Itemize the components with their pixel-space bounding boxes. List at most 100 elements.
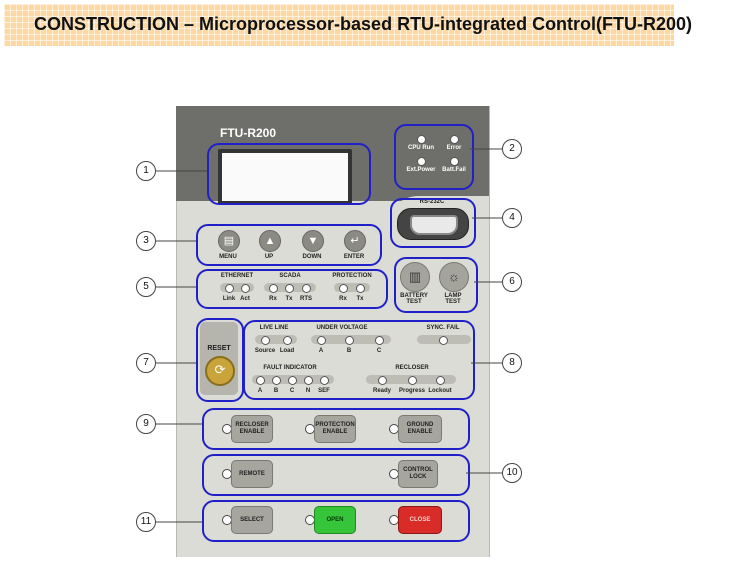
lamp-test-button[interactable]: ☼	[439, 262, 469, 292]
fault-c-led	[288, 376, 297, 385]
highlight-region-4	[390, 198, 476, 248]
menu-button[interactable]: ▤	[218, 230, 240, 252]
callout-2: 2	[502, 139, 522, 159]
sync-fail-title: SYNC. FAIL	[426, 325, 460, 331]
led-label: Progress	[398, 388, 426, 394]
under-voltage-title: UNDER VOLTAGE	[316, 325, 368, 331]
close-button[interactable]: CLOSE	[398, 506, 442, 534]
under-voltage-c-led	[375, 336, 384, 345]
under-voltage-b-led	[345, 336, 354, 345]
highlight-region-10	[202, 454, 470, 496]
status-led-ext-power	[417, 157, 426, 166]
scada-title: SCADA	[279, 273, 301, 279]
under-voltage-a-led	[317, 336, 326, 345]
battery-test-label: BATTERY TEST	[400, 293, 428, 305]
live-line-title: LIVE LINE	[259, 325, 289, 331]
ethernet-title: ETHERNET	[220, 273, 254, 279]
open-button[interactable]: OPEN	[314, 506, 356, 534]
highlight-region-6	[394, 257, 478, 313]
highlight-region-9	[202, 408, 470, 450]
device-model: FTU-R200	[220, 126, 277, 140]
fault-indicator-title: FAULT INDICATOR	[263, 365, 317, 371]
ethernet-act-led	[241, 284, 250, 293]
led-label: Rx	[339, 296, 347, 302]
protection-title: PROTECTION	[332, 273, 372, 279]
recloser-title: RECLOSER	[395, 365, 429, 371]
status-led-error	[450, 135, 459, 144]
battery-icon: ▥	[408, 269, 422, 284]
led-label: Tx	[356, 296, 364, 302]
enter-button[interactable]: ↵	[344, 230, 366, 252]
highlight-region-5	[196, 269, 388, 309]
nav-button-label: MENU	[219, 254, 237, 260]
led-label: RTS	[300, 296, 312, 302]
scada-rts-led	[302, 284, 311, 293]
nav-button-label: UP	[264, 254, 274, 260]
protection-enable-button[interactable]: PROTECTION ENABLE	[314, 415, 356, 443]
led-track	[220, 283, 254, 292]
status-led-label: Batt.Fail	[442, 167, 466, 173]
led-label: B	[273, 388, 279, 394]
led-label: C	[376, 348, 382, 354]
protection-rx-led	[339, 284, 348, 293]
callout-5: 5	[136, 277, 156, 297]
fault-n-led	[304, 376, 313, 385]
led-label: Source	[254, 348, 276, 354]
recloser-ready-led	[378, 376, 387, 385]
ethernet-link-led	[225, 284, 234, 293]
up-button[interactable]: ▲	[259, 230, 281, 252]
select-button[interactable]: SELECT	[231, 506, 273, 534]
led-label: Load	[279, 348, 295, 354]
highlight-region-3	[196, 224, 382, 266]
recloser-enable-button[interactable]: RECLOSER ENABLE	[231, 415, 273, 443]
highlight-region-11	[202, 500, 470, 542]
led-label: Link	[222, 296, 236, 302]
fault-a-led	[256, 376, 265, 385]
arrow-up-icon: ▲	[264, 235, 276, 247]
scada-tx-led	[285, 284, 294, 293]
callout-10: 10	[502, 463, 522, 483]
led-label: B	[346, 348, 352, 354]
reset-icon: ⟳	[214, 362, 226, 377]
control-lock-button[interactable]: CONTROL LOCK	[398, 460, 438, 488]
led-track	[334, 283, 370, 292]
led-label: SEF	[318, 388, 330, 394]
arrow-down-icon: ▼	[307, 235, 319, 247]
recloser-lockout-led	[436, 376, 445, 385]
status-led-label: CPU Run	[408, 145, 434, 151]
reset-button[interactable]: ⟳	[205, 356, 235, 386]
down-button[interactable]: ▼	[302, 230, 324, 252]
callout-9: 9	[136, 414, 156, 434]
fault-b-led	[272, 376, 281, 385]
callout-3: 3	[136, 231, 156, 251]
led-label: A	[257, 388, 263, 394]
led-label: Act	[240, 296, 250, 302]
protection-tx-led	[356, 284, 365, 293]
callout-4: 4	[502, 208, 522, 228]
callout-8: 8	[502, 353, 522, 373]
ground-enable-button[interactable]: GROUND ENABLE	[398, 415, 442, 443]
callout-7: 7	[136, 353, 156, 373]
led-label: Tx	[285, 296, 293, 302]
enter-icon: ↵	[350, 235, 360, 247]
status-led-batt-fail	[450, 157, 459, 166]
highlight-region-8	[243, 320, 475, 400]
recloser-progress-led	[408, 376, 417, 385]
live-line-source-led	[261, 336, 270, 345]
remote-button[interactable]: REMOTE	[231, 460, 273, 488]
callout-11: 11	[136, 512, 156, 532]
reset-label: RESET	[207, 345, 231, 352]
led-label: Rx	[269, 296, 277, 302]
lamp-test-label: LAMP TEST	[444, 293, 462, 305]
callout-1: 1	[136, 161, 156, 181]
status-led-label: Error	[446, 145, 462, 151]
led-label: N	[305, 388, 311, 394]
led-label: Lockout	[428, 388, 452, 394]
status-led-label: Ext.Power	[406, 167, 436, 173]
db9-connector-icon	[410, 215, 458, 235]
live-line-load-led	[283, 336, 292, 345]
callout-6: 6	[502, 272, 522, 292]
fault-sef-led	[320, 376, 329, 385]
rs232-label: RS-232C	[419, 199, 445, 205]
